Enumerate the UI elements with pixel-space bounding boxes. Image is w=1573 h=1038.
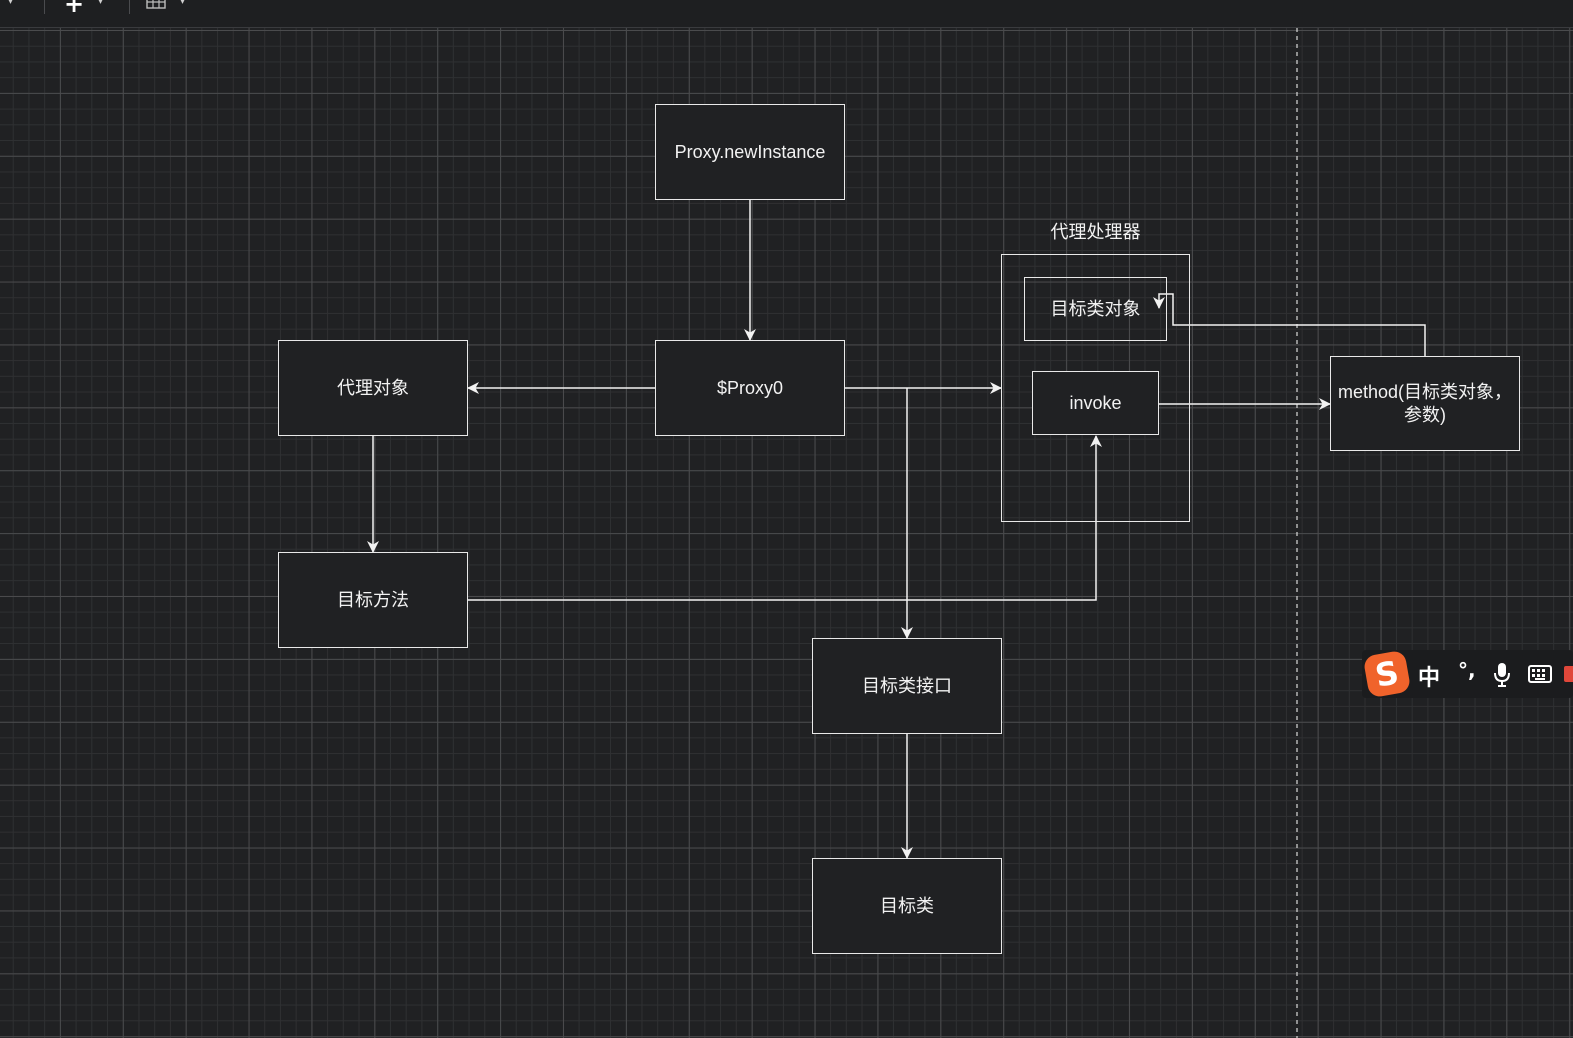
table-caret-icon[interactable]: ▾: [180, 0, 186, 7]
node-label: 目标类接口: [862, 675, 952, 696]
node-target-object[interactable]: 目标类对象: [1024, 277, 1167, 341]
node-proxy-new-instance[interactable]: Proxy.newInstance: [655, 104, 845, 200]
ime-toolbar[interactable]: S 中 °,: [1362, 649, 1573, 699]
ime-logo[interactable]: S: [1362, 649, 1412, 699]
insert-plus-icon[interactable]: +: [64, 0, 85, 18]
table-icon[interactable]: [146, 0, 166, 10]
toolbar-divider: [44, 0, 45, 14]
node-label: 代理对象: [337, 377, 409, 398]
dropdown-caret-icon[interactable]: ▾: [8, 0, 14, 7]
ime-punctuation-toggle[interactable]: °,: [1458, 658, 1476, 682]
node-target-method[interactable]: 目标方法: [278, 552, 468, 648]
microphone-icon[interactable]: [1493, 662, 1511, 693]
node-label: $Proxy0: [716, 377, 784, 398]
node-proxy0[interactable]: $Proxy0: [655, 340, 845, 436]
keyboard-icon[interactable]: [1528, 664, 1552, 689]
node-target-interface[interactable]: 目标类接口: [812, 638, 1002, 734]
ime-mode-toggle[interactable]: 中: [1418, 666, 1441, 691]
node-label: Proxy.newInstance: [674, 141, 826, 162]
node-label: 目标类: [880, 895, 934, 916]
node-label: 目标类对象: [1050, 298, 1141, 319]
node-label: invoke: [1069, 392, 1122, 413]
node-label: method(目标类对象，参数): [1337, 381, 1513, 425]
toolbar: ▾ + ▾ ▾: [0, 0, 1573, 28]
node-label: 目标方法: [337, 589, 409, 610]
node-invoke[interactable]: invoke: [1032, 371, 1159, 435]
ime-extra-icon[interactable]: [1564, 666, 1573, 682]
proxy-handler-container[interactable]: [1001, 254, 1190, 522]
toolbar-divider: [129, 0, 130, 14]
ime-logo-text: S: [1372, 653, 1402, 695]
node-method-call[interactable]: method(目标类对象，参数): [1330, 356, 1520, 451]
node-proxy-object[interactable]: 代理对象: [278, 340, 468, 436]
handler-title: 代理处理器: [1050, 222, 1141, 242]
insert-caret-icon[interactable]: ▾: [98, 0, 104, 7]
node-target-class[interactable]: 目标类: [812, 858, 1002, 954]
